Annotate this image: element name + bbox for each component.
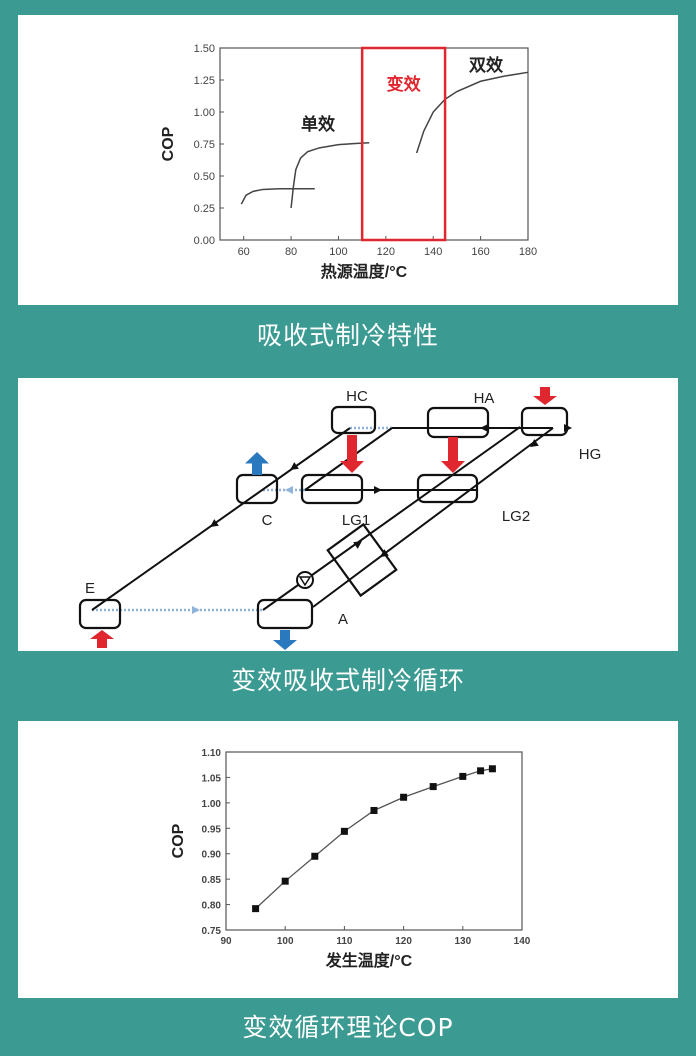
heat-in-arrow-ha [441,437,465,473]
x-tick-label: 110 [336,936,353,947]
arrow-head [285,486,293,494]
x-tick-label: 160 [471,246,489,258]
highlight-box [360,46,447,242]
chart-panel-absorption: 60 80 100 120 140 160 180 0.00 0.25 0.50 0.75 1.00 1… [18,15,678,305]
arrow-head [210,519,219,527]
arrow-head [290,462,299,470]
arrow-head [374,486,382,494]
x-tick-label: 180 [519,246,537,258]
y-tick-label: 1.00 [202,799,222,810]
label-hc: HC [346,388,368,405]
y-tick-label: 1.05 [202,773,222,784]
y-tick-label: 0.75 [202,926,222,937]
x-axis-label: 发生温度/°C [325,951,413,970]
y-tick-label: 1.25 [194,75,215,87]
x-tick-label: 120 [377,246,395,258]
label-lg1: LG1 [342,512,370,529]
series-line [240,188,315,205]
x-tick-label: 100 [277,936,294,947]
line-hg-a-2 [312,427,554,608]
chart-panel-variable: 90 100 110 120 130 140 0.75 0.80 0.85 0.90 0.95 1.0… [18,721,678,998]
y-tick-label: 0.75 [194,139,215,151]
data-point [370,806,378,814]
y-tick-label: 0.80 [202,901,222,912]
x-tick-label: 140 [514,936,531,947]
label-lg2: LG2 [502,508,530,525]
data-point [340,827,348,835]
plot-frame [219,47,529,241]
box-lg1 [300,473,364,505]
y-tick-label: 0.00 [194,235,215,247]
label-c: C [262,512,273,529]
x-axis-label: 热源温度/°C [321,262,408,281]
y-tick-label: 1.00 [194,107,215,119]
heat-exchanger [326,522,398,598]
absorption-cop-chart: 60 80 100 120 140 160 180 0.00 0.25 0.50 0.75 1.00 1… [160,43,537,281]
y-axis-label: COP [160,126,177,161]
caption-absorption: 吸收式制冷特性 [256,321,439,350]
box-hg [520,406,569,437]
y-tick-label: 0.50 [194,171,215,183]
box-a [256,598,314,630]
arrow-head [530,439,539,447]
arrow-head [353,541,362,549]
heat-in-arrow-hg [533,387,557,405]
arrow-head [192,606,200,614]
x-tick-label: 130 [454,936,471,947]
annotation-single: 单效 [301,114,335,134]
box-ha [426,406,490,439]
data-point [429,783,437,791]
y-axis-label: COP [170,823,187,858]
series-line [290,141,370,209]
label-e: E [85,580,95,597]
annotation-variable: 变效 [387,74,421,94]
y-tick-label: 0.95 [202,824,222,835]
x-tick-label: 60 [238,246,250,258]
caption-cycle: 变效吸收式制冷循环 [230,666,465,695]
variable-cop-chart: 90 100 110 120 130 140 0.75 0.80 0.85 0.90 0.95 1.0… [170,748,531,970]
x-tick-label: 120 [395,936,412,947]
data-point [400,793,408,801]
series-line [415,71,529,154]
heat-in-arrow-e [90,630,114,648]
heat-out-arrow-a [273,630,297,650]
data-point [281,877,289,885]
y-tick-label: 1.50 [194,43,215,55]
label-ha: HA [474,390,495,407]
box-e [78,598,122,630]
data-point [488,765,496,773]
series-line [255,768,493,910]
heat-in-arrow-hc [340,435,364,473]
data-point [459,772,467,780]
box-lg2 [416,473,479,504]
y-tick-label: 0.25 [194,203,215,215]
annotation-double: 双效 [469,55,503,75]
plot-frame [225,751,523,931]
y-tick-label: 0.90 [202,850,222,861]
pump-icon-glyph [298,576,312,587]
caption-variable-cop: 变效循环理论COP [242,1013,454,1042]
x-tick-label: 80 [285,246,297,258]
x-tick-label: 90 [220,936,232,947]
y-tick-label: 1.10 [202,748,222,759]
line-hc-e [91,427,351,611]
arrow-head [480,424,488,432]
pump-icon [296,571,314,589]
data-point [477,767,485,775]
label-hg: HG [579,446,602,463]
data-point [252,905,260,913]
label-a: A [338,611,348,628]
x-tick-label: 100 [329,246,347,258]
heat-out-arrow-c [245,452,269,475]
box-hc [330,405,377,435]
x-tick-label: 140 [424,246,442,258]
data-point [311,852,319,860]
y-tick-label: 0.85 [202,875,222,886]
